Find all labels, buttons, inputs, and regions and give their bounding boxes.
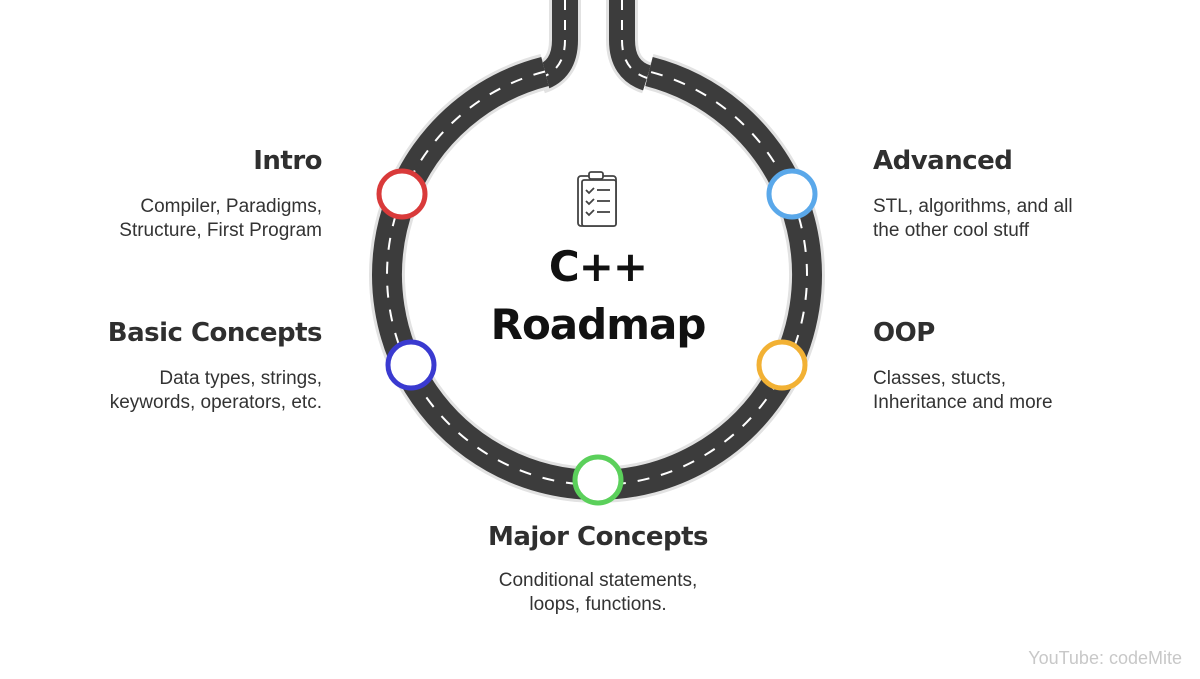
basic-concepts-description: Data types, strings, keywords, operators…: [110, 367, 322, 415]
intro-desc-line1: Compiler, Paradigms,: [140, 196, 322, 217]
advanced-desc-line2: the other cool stuff: [873, 220, 1029, 241]
advanced-marker-icon: [766, 168, 818, 220]
oop-marker-icon: [756, 339, 808, 391]
basic-concepts-heading: Basic Concepts: [107, 318, 323, 348]
watermark-text: YouTube: codeMite: [1028, 648, 1182, 668]
basic-desc-line2: keywords, operators, etc.: [109, 392, 322, 413]
center-title: C++ Roadmap: [460, 238, 736, 354]
title-line-roadmap: Roadmap: [490, 300, 707, 349]
major-desc-line1: Conditional statements,: [498, 570, 698, 591]
checklist-clipboard-icon: [577, 171, 617, 227]
advanced-description: STL, algorithms, and all the other cool …: [873, 195, 1073, 243]
intro-heading: Intro: [253, 146, 322, 176]
major-desc-line2: loops, functions.: [529, 594, 667, 615]
major-concepts-heading: Major Concepts: [487, 522, 709, 552]
major-concepts-description: Conditional statements, loops, functions…: [448, 569, 748, 617]
oop-description: Classes, stucts, Inheritance and more: [873, 367, 1053, 415]
major-concepts-marker-icon: [572, 454, 624, 506]
advanced-desc-line1: STL, algorithms, and all: [873, 196, 1073, 217]
title-line-cpp: C++: [548, 242, 648, 291]
intro-description: Compiler, Paradigms, Structure, First Pr…: [119, 195, 322, 243]
basic-concepts-marker-icon: [385, 339, 437, 391]
oop-heading: OOP: [873, 318, 935, 348]
road-segment-right: [606, 0, 653, 94]
basic-desc-line1: Data types, strings,: [159, 368, 322, 389]
advanced-heading: Advanced: [873, 146, 1013, 176]
intro-desc-line2: Structure, First Program: [119, 220, 322, 241]
oop-desc-line1: Classes, stucts,: [873, 368, 1007, 389]
road-segment-left: [534, 0, 581, 94]
oop-desc-line2: Inheritance and more: [873, 392, 1053, 413]
intro-marker-icon: [376, 168, 428, 220]
